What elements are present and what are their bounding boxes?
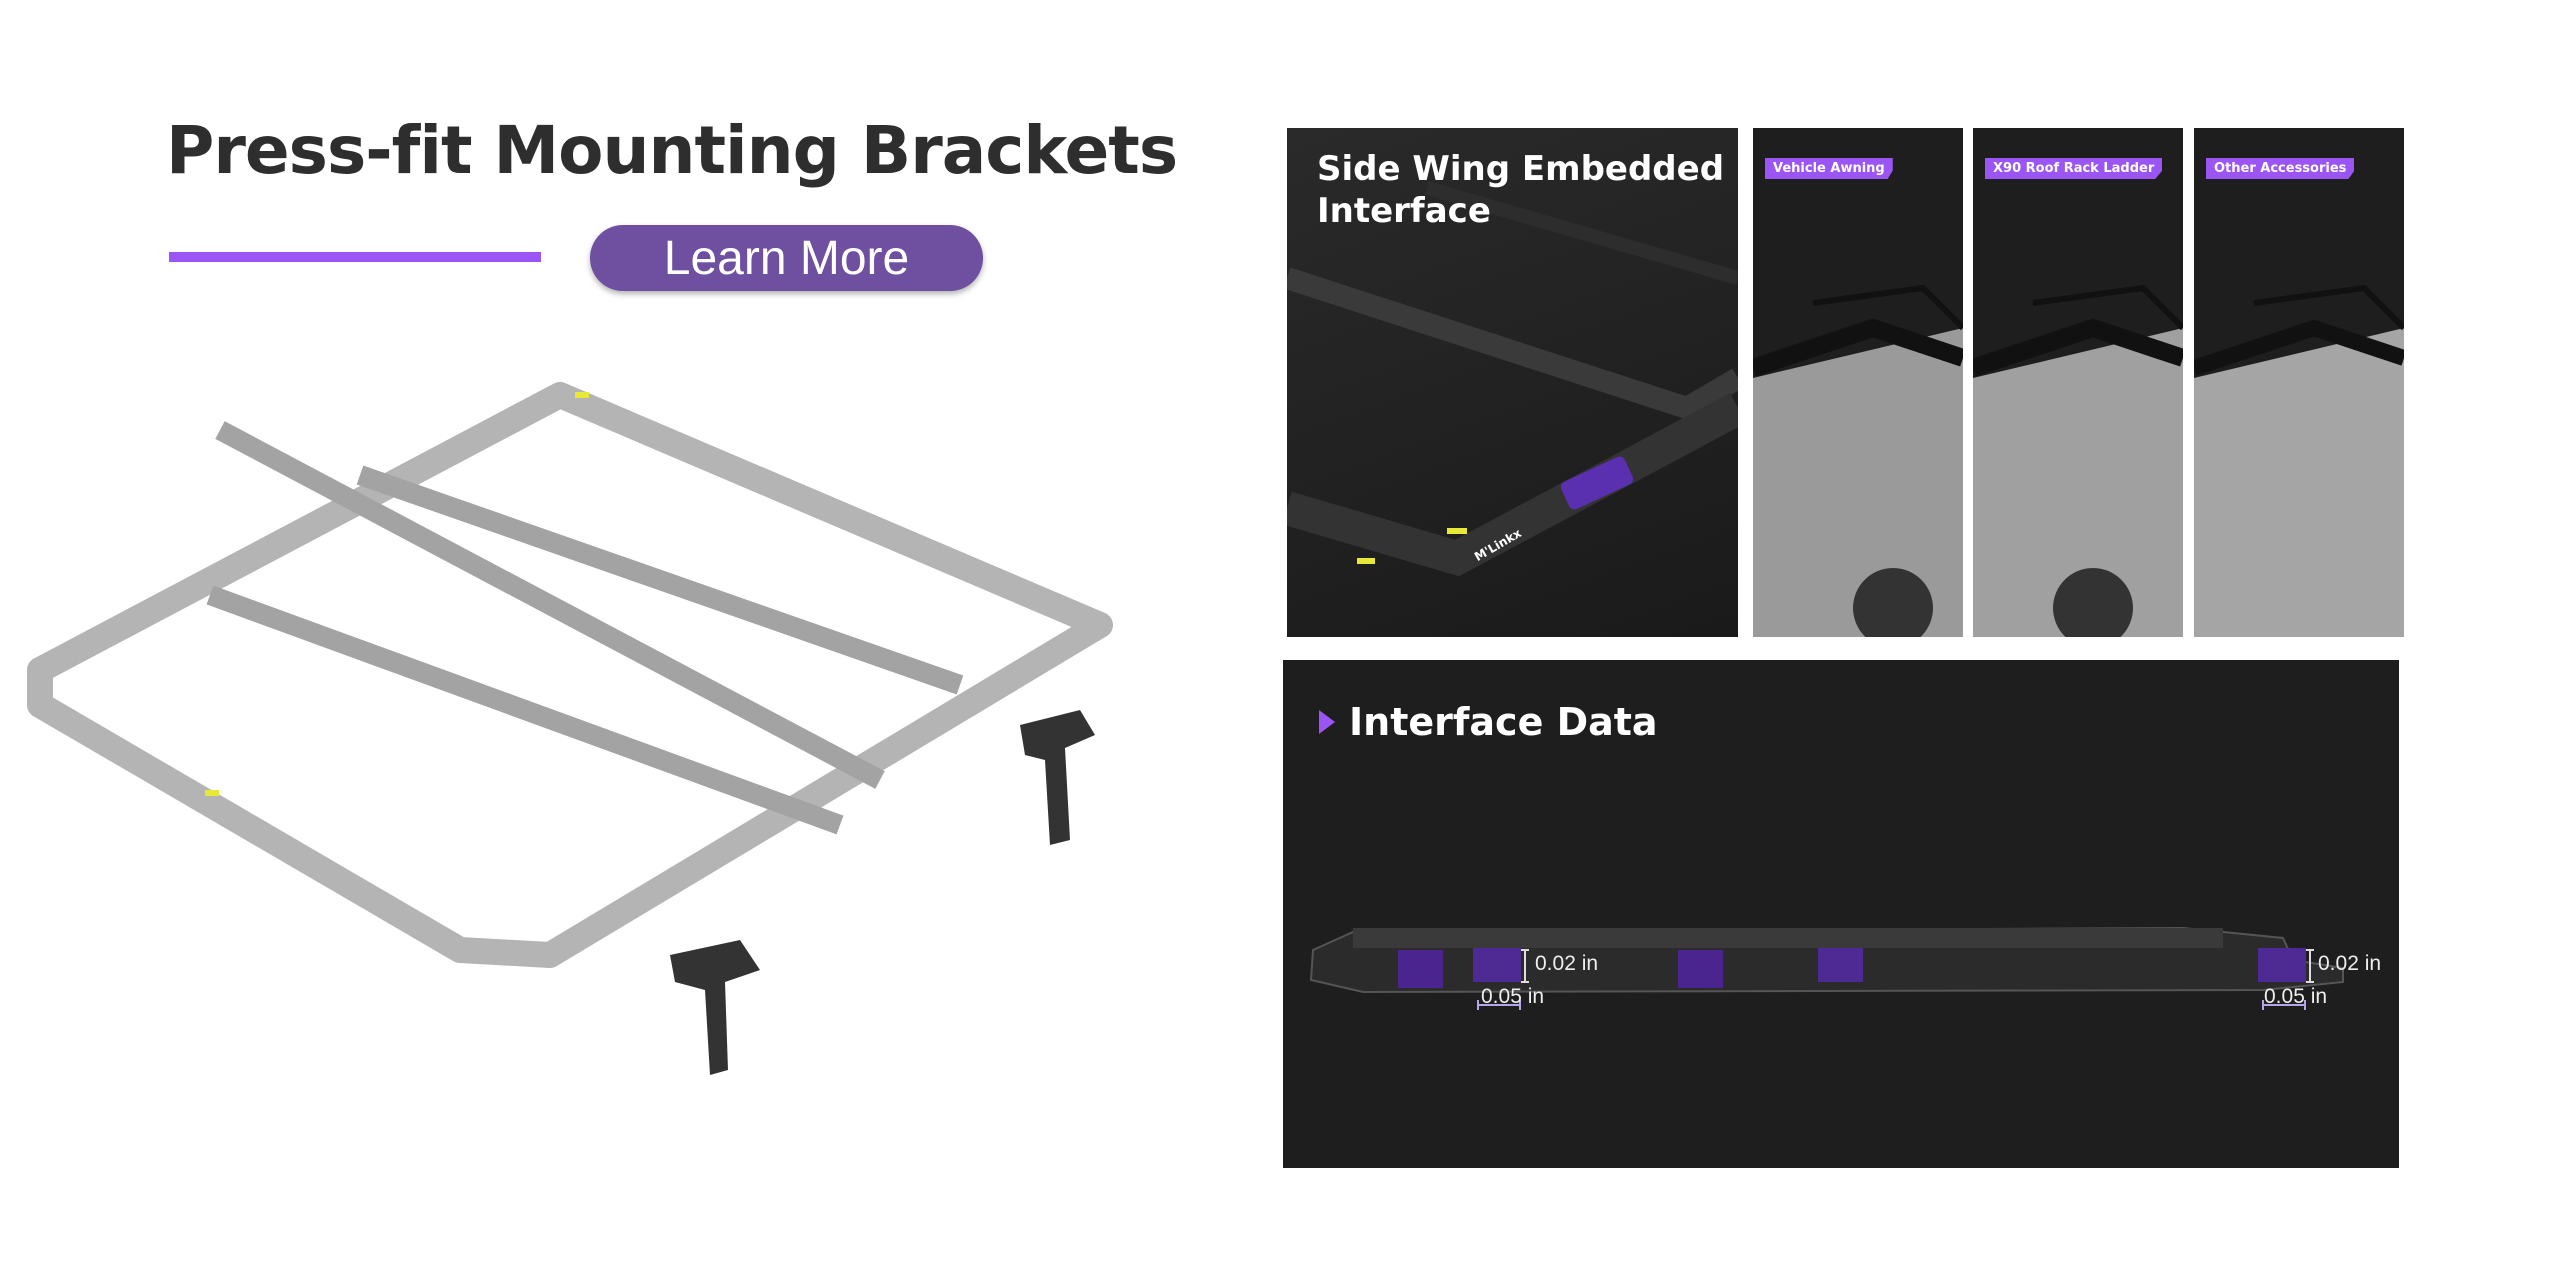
- width-measurement-left: 0.05 in: [1481, 985, 1545, 1008]
- measurement-overlay: [1473, 948, 2314, 1010]
- rack-closeup-image: [1287, 181, 1738, 577]
- learn-more-button[interactable]: Learn More: [590, 225, 983, 291]
- accessory-tag: X90 Roof Rack Ladder: [1985, 158, 2163, 179]
- accent-divider: [169, 252, 541, 262]
- bracket-right: [1020, 710, 1095, 845]
- interface-data-panel: Interface Data 0.02 in 0.05 in 0.02 in 0…: [1283, 660, 2399, 1168]
- bracket-left: [670, 940, 760, 1075]
- side-wing-interface-panel: Side Wing Embedded Interface M'Linkx: [1287, 128, 1738, 637]
- height-measurement-left: 0.02 in: [1535, 952, 1599, 975]
- section-heading: Interface Data: [1319, 700, 1658, 744]
- other-accessories-image: [2194, 284, 2404, 637]
- roof-rack-with-brackets-image: [27, 382, 1113, 1075]
- height-measurement-right: 0.02 in: [2318, 952, 2382, 975]
- vehicle-awning-image: [1753, 284, 1963, 637]
- roof-rack-ladder-panel[interactable]: X90 Roof Rack Ladder: [1973, 128, 2183, 637]
- width-measurement-right: 0.05 in: [2264, 985, 2328, 1008]
- other-accessories-panel[interactable]: Other Accessories: [2194, 128, 2404, 637]
- roof-rack-ladder-image: [1973, 284, 2183, 637]
- section-title: Interface Data: [1349, 700, 1658, 744]
- triangle-bullet-icon: [1319, 710, 1335, 734]
- accessory-tag: Vehicle Awning: [1765, 158, 1893, 179]
- page-title: Press-fit Mounting Brackets: [166, 112, 1178, 189]
- panel-title: Side Wing Embedded Interface: [1317, 149, 1725, 231]
- accessory-tag: Other Accessories: [2206, 158, 2355, 179]
- vehicle-awning-panel[interactable]: Vehicle Awning: [1753, 128, 1963, 637]
